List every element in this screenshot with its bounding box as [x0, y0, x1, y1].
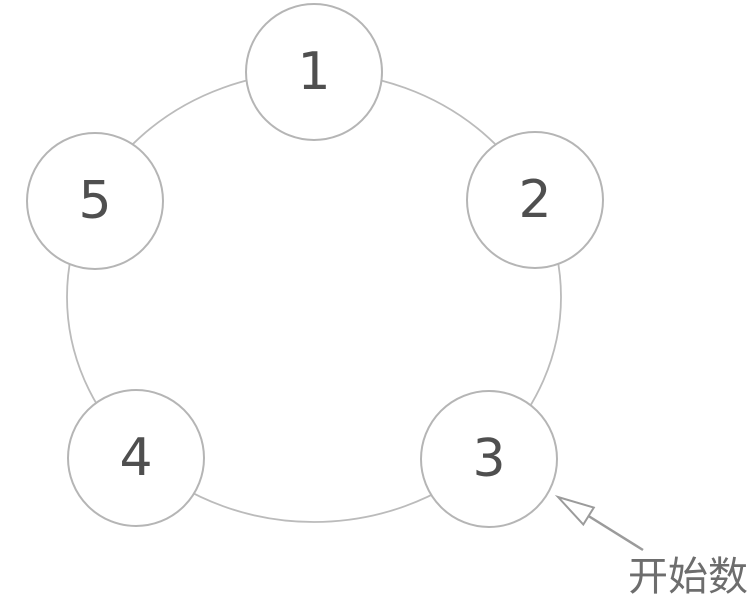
node-circle-3 — [420, 390, 558, 528]
node-3: 3 — [420, 390, 558, 528]
node-label-5: 5 — [78, 171, 111, 231]
start-annotation: 开始数 — [554, 495, 748, 600]
annotation-start-label: 开始数 — [628, 554, 748, 600]
node-circle-2 — [466, 131, 604, 269]
arrow-line — [587, 514, 644, 552]
node-1: 1 — [245, 3, 383, 141]
arrow-head-icon — [554, 495, 596, 527]
node-circle-5 — [26, 132, 164, 270]
node-2: 2 — [466, 131, 604, 269]
node-circle-4 — [67, 389, 205, 527]
node-label-1: 1 — [297, 42, 330, 102]
node-label-3: 3 — [472, 429, 505, 489]
node-circle-1 — [245, 3, 383, 141]
node-label-2: 2 — [518, 170, 551, 230]
node-5: 5 — [26, 132, 164, 270]
node-4: 4 — [67, 389, 205, 527]
node-label-4: 4 — [119, 428, 152, 488]
